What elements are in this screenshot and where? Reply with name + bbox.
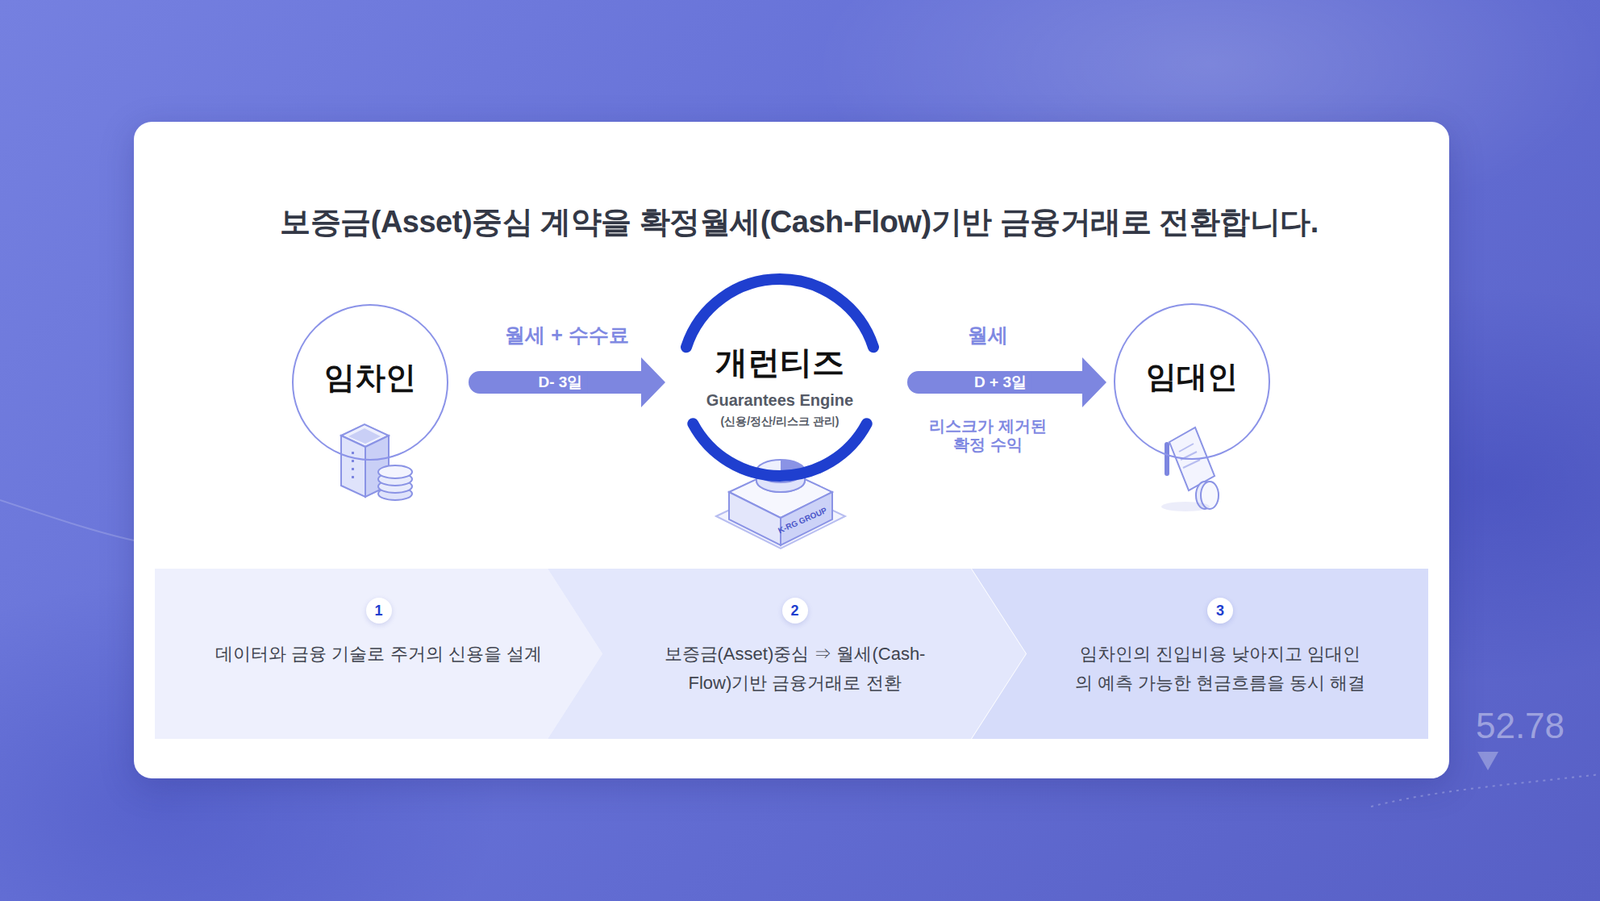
engine-ring: 개런티즈 Guarantees Engine (신용/정산/리스크 관리) <box>672 270 888 485</box>
step-band: 1 데이터와 금융 기술로 주거의 신용을 설계 <box>154 568 603 739</box>
bg-triangle <box>1477 751 1499 771</box>
step-text: 보증금(Asset)중심 ⇒ 월세(Cash-Flow)기반 금융거래로 전환 <box>617 639 973 698</box>
party-circle: 임차인 <box>291 304 449 461</box>
arrow-caption: 월세 + 수수료 <box>504 321 630 349</box>
bg-trace <box>0 500 134 541</box>
flow-arrow <box>468 357 666 408</box>
ring-arc-top <box>686 279 874 347</box>
bg-watermark: 52.78 <box>1475 705 1565 746</box>
engine-note: (신용/정산/리스크 관리) <box>720 414 840 430</box>
step-band: 3 임차인의 진입비용 낮아지고 임대인의 예측 가능한 현금흐름을 동시 해결 <box>971 568 1429 739</box>
step-number: 2 <box>782 597 809 624</box>
arrow-label: D + 3일 <box>969 371 1032 393</box>
party-name: 임대인 <box>1145 356 1238 398</box>
engine-subtitle: Guarantees Engine <box>706 391 854 410</box>
step-text: 임차인의 진입비용 낮아지고 임대인의 예측 가능한 현금흐름을 동시 해결 <box>1042 639 1398 698</box>
step-number: 1 <box>366 597 392 624</box>
arrow-caption: 월세 <box>967 321 1009 349</box>
step-text: 데이터와 금융 기술로 주거의 신용을 설계 <box>215 639 542 669</box>
arrow-label: D- 3일 <box>533 371 588 393</box>
arrow-note: 리스크가 제거된 확정 수익 <box>927 416 1049 455</box>
chevron-fill <box>154 568 603 739</box>
party-circle: 임대인 <box>1113 303 1271 460</box>
step-number: 3 <box>1207 597 1234 624</box>
chevron-fill <box>547 568 1026 739</box>
step-band: 2 보증금(Asset)중심 ⇒ 월세(Cash-Flow)기반 금융거래로 전환 <box>547 568 1026 739</box>
document-coin-icon <box>1161 427 1219 512</box>
party-name: 임차인 <box>324 357 417 399</box>
diagram-title: 보증금(Asset)중심 계약을 확정월세(Cash-Flow)기반 금융거래로… <box>154 201 1445 243</box>
chevron-fill <box>971 568 1429 739</box>
ring-arc-bottom <box>692 423 867 476</box>
bg-trace <box>1370 774 1600 807</box>
flow-arrow <box>907 357 1107 408</box>
engine-name: 개런티즈 <box>715 340 845 385</box>
building-coins-icon <box>341 424 413 500</box>
